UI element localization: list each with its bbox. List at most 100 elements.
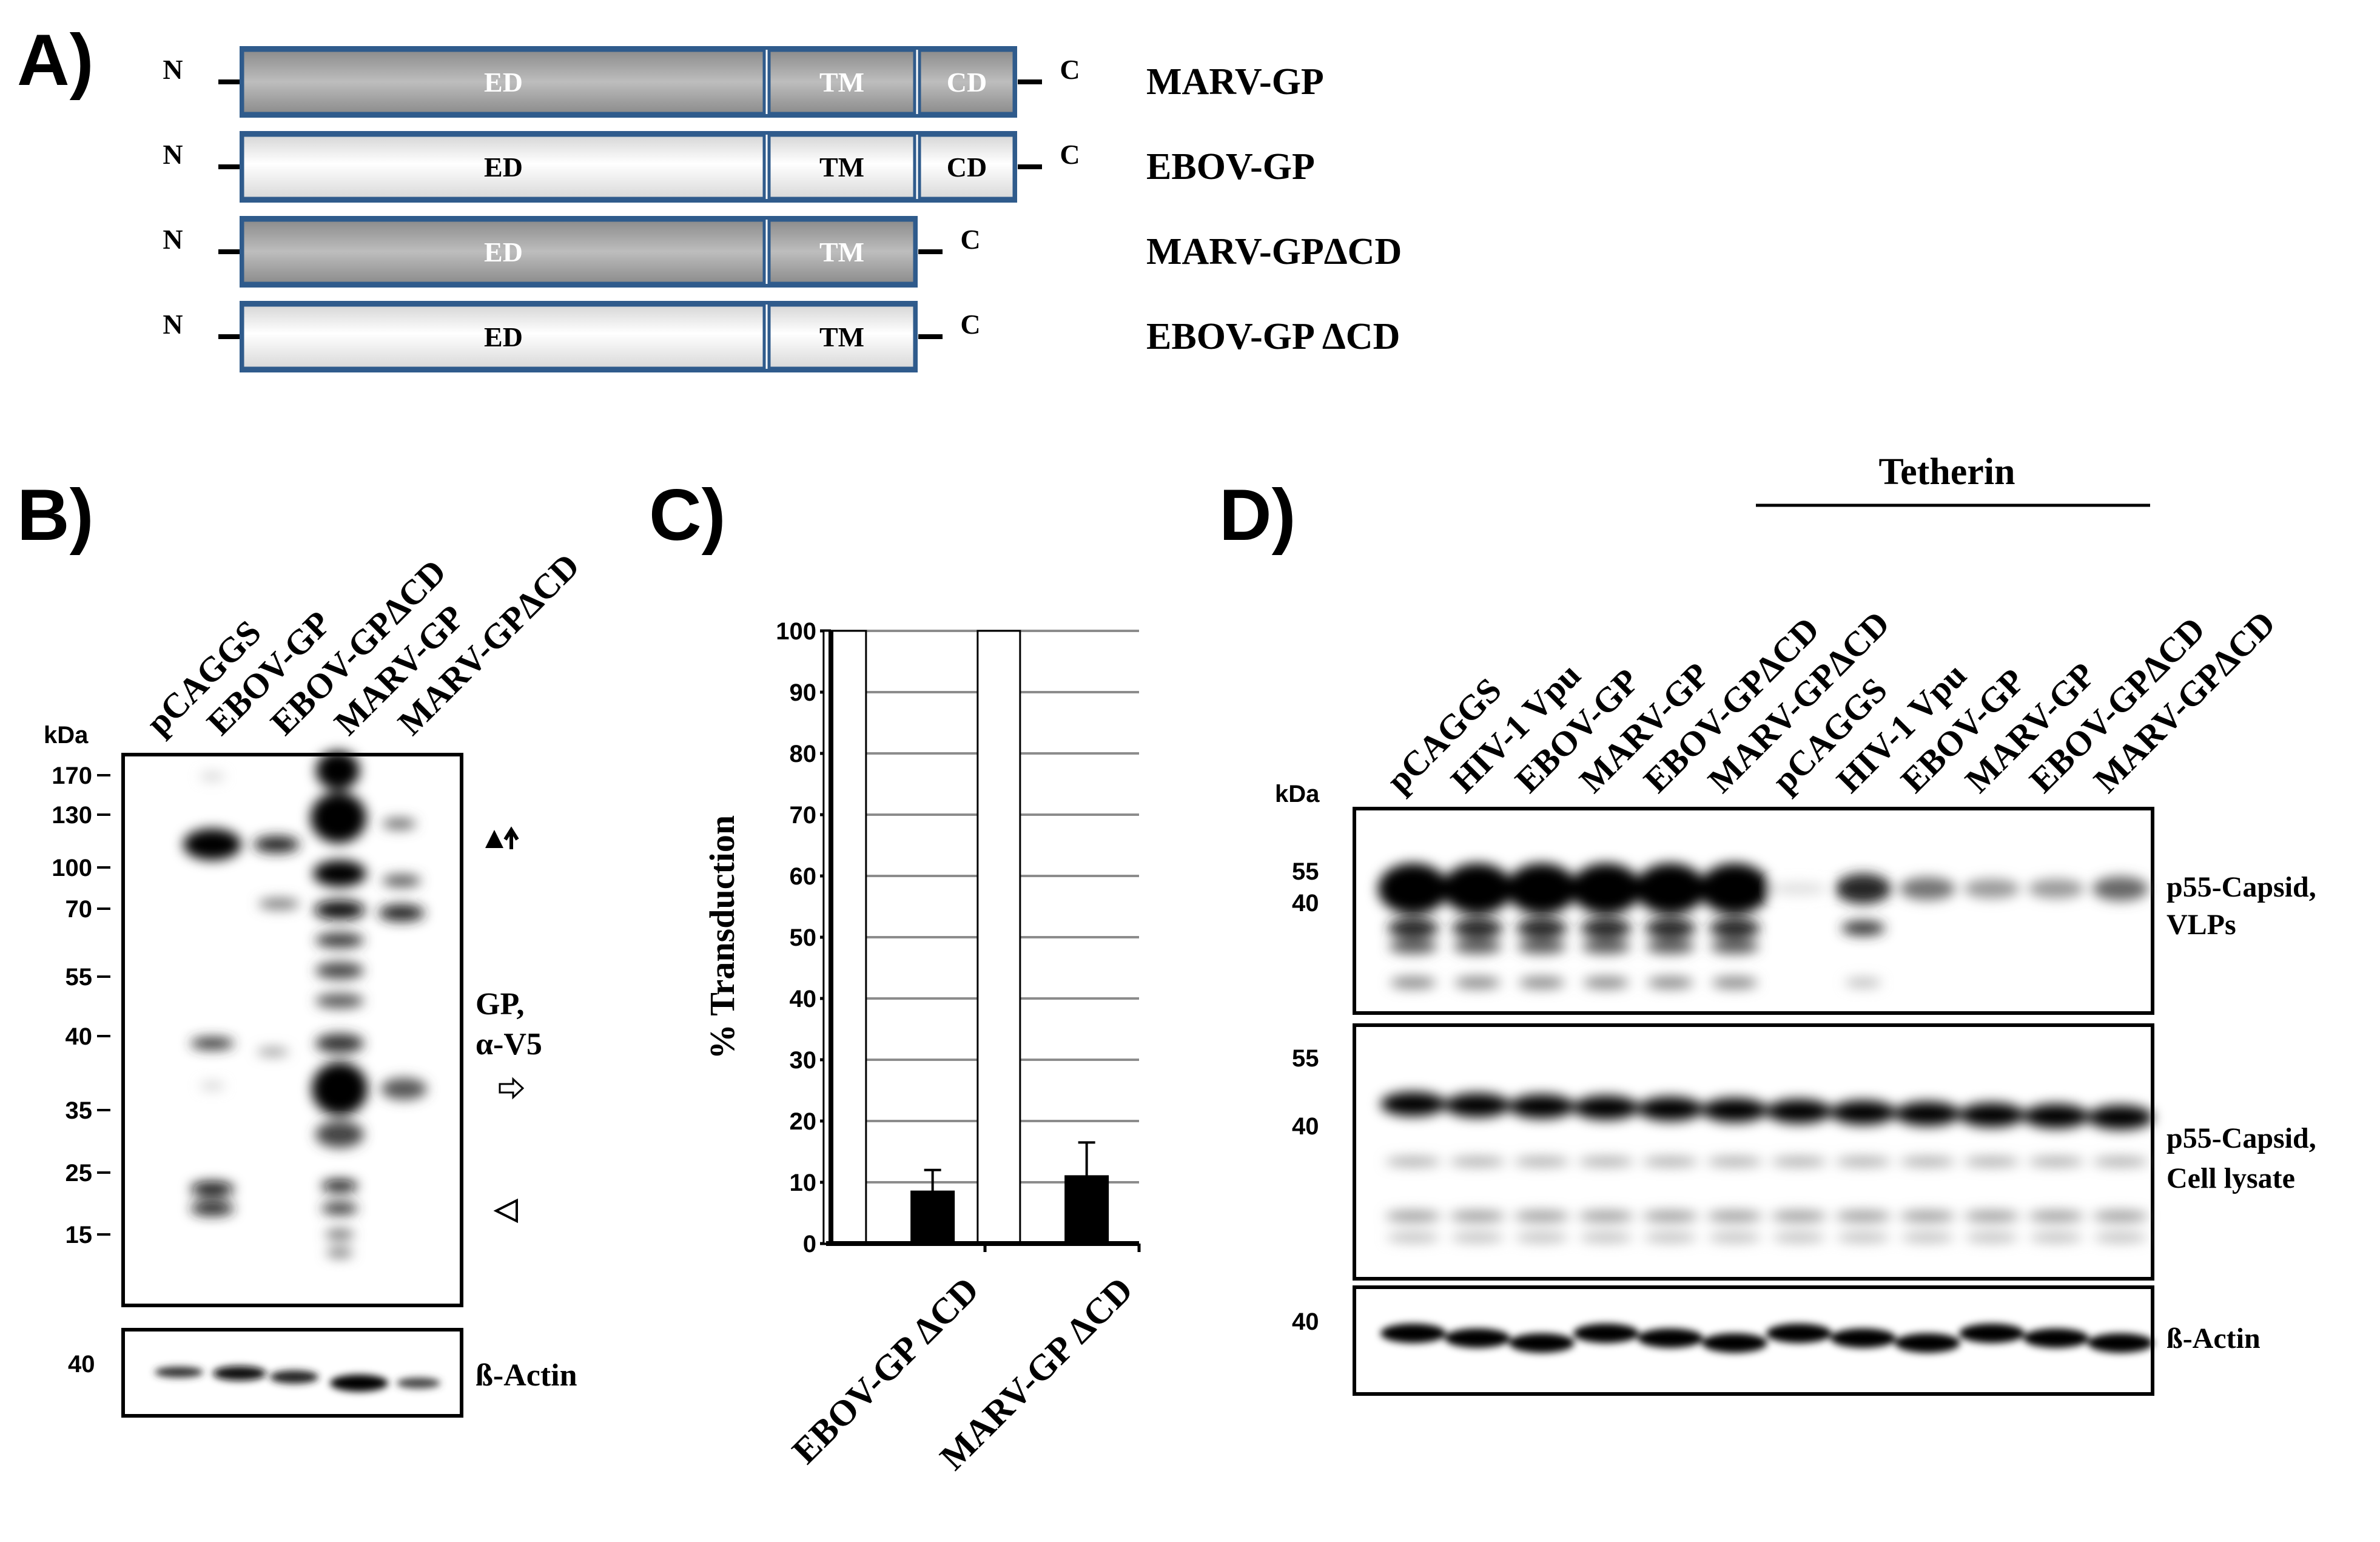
vlp-band bbox=[1635, 863, 1706, 914]
domain-tm-box bbox=[767, 218, 916, 285]
construct-name: EBOV-GP ΔCD bbox=[1146, 316, 1400, 357]
panel-d-actin-blot: 40 ß-Actin bbox=[1292, 1285, 2261, 1396]
domain-label: CD bbox=[947, 152, 987, 183]
domain-label: ED bbox=[484, 67, 523, 98]
lysate-band bbox=[1771, 1211, 1827, 1222]
lysate-band bbox=[1837, 1233, 1890, 1242]
lysate-band bbox=[1579, 1233, 1633, 1242]
domain-label: TM bbox=[819, 152, 864, 183]
bar bbox=[977, 630, 1021, 1245]
vlp-band bbox=[1389, 939, 1437, 954]
lysate-band bbox=[1451, 1233, 1504, 1242]
vlp-band bbox=[1378, 863, 1448, 914]
vlp-band bbox=[1712, 977, 1758, 989]
actin-western-blot: 40 ß-Actin bbox=[68, 1328, 577, 1418]
lysate-band bbox=[1578, 1211, 1634, 1222]
kda-marker: 35 bbox=[66, 1097, 93, 1124]
y-tick-label: 80 bbox=[790, 741, 817, 767]
lysate-band bbox=[1644, 1233, 1697, 1242]
lysate-band bbox=[1642, 1211, 1698, 1222]
vlp-blot-marker-55: 55 bbox=[1292, 858, 1319, 885]
lysate-band bbox=[1965, 1233, 2019, 1242]
y-tick-label: 90 bbox=[790, 679, 817, 706]
vlp-band bbox=[1442, 863, 1513, 914]
domain-tm-box bbox=[767, 303, 916, 370]
lysate-band bbox=[1959, 1103, 2025, 1127]
kda-marker: 15 bbox=[66, 1222, 93, 1248]
vlp-band bbox=[1835, 874, 1891, 904]
vlp-band bbox=[1845, 978, 1881, 988]
vlp-band bbox=[1964, 879, 2020, 898]
domain-ed-box bbox=[241, 49, 766, 115]
vlp-band bbox=[1452, 918, 1503, 938]
open-arrow-marker bbox=[499, 1077, 525, 1100]
lysate-band bbox=[2094, 1233, 2147, 1242]
vlp-band bbox=[1507, 863, 1577, 914]
y-tick-label: 70 bbox=[790, 802, 817, 829]
lysate-blot-marker-55: 55 bbox=[1292, 1045, 1319, 1072]
panel-a-label: A) bbox=[17, 19, 94, 101]
panel-d-actin-marker: 40 bbox=[1292, 1308, 1319, 1335]
n-terminus-label: N bbox=[163, 139, 183, 170]
panel-d-label: D) bbox=[1219, 474, 1296, 556]
vlp-band bbox=[1699, 863, 1770, 914]
lysate-band bbox=[2093, 1211, 2148, 1222]
n-terminus-label: N bbox=[163, 54, 183, 85]
gp-band-annotations: GP, α-V5 bbox=[476, 826, 542, 1224]
domain-ed-box bbox=[241, 133, 766, 200]
actin-band bbox=[1830, 1328, 1896, 1348]
vlp-band bbox=[1900, 877, 1955, 900]
lysate-band bbox=[2023, 1104, 2089, 1128]
gp-blot-bands bbox=[183, 751, 427, 1258]
domain-label: TM bbox=[819, 237, 864, 268]
lysate-capsid-blot: 55 40 p55-Capsid, Cell lysate bbox=[1292, 1023, 2316, 1281]
open-triangle-marker bbox=[493, 1198, 518, 1224]
vlp-band bbox=[1519, 977, 1565, 989]
actin-band bbox=[1895, 1333, 1960, 1353]
gp-blot-label-line2: α-V5 bbox=[476, 1027, 542, 1062]
vlp-band bbox=[1841, 921, 1885, 935]
lysate-band bbox=[1385, 1157, 1441, 1167]
actin-band bbox=[2088, 1333, 2153, 1353]
panel-b-label: B) bbox=[17, 474, 94, 556]
domain-tm-box bbox=[767, 133, 916, 200]
arrow-up-marker bbox=[503, 826, 519, 849]
vlp-band bbox=[1390, 977, 1436, 989]
actin-blot-marker: 40 bbox=[68, 1351, 95, 1378]
bar bbox=[910, 1190, 955, 1245]
lysate-band bbox=[1771, 1157, 1827, 1167]
y-tick-label: 50 bbox=[790, 924, 817, 951]
y-tick-label: 10 bbox=[790, 1170, 817, 1196]
vlp-band bbox=[2028, 879, 2084, 898]
y-axis-label: % Transduction bbox=[702, 815, 742, 1059]
actin-band bbox=[1702, 1333, 1767, 1353]
lysate-band bbox=[1450, 1157, 1505, 1167]
gp-blot-label-line1: GP, bbox=[476, 987, 524, 1022]
vlp-band bbox=[1583, 977, 1629, 989]
domain-label: ED bbox=[484, 322, 523, 352]
y-tick-label: 30 bbox=[790, 1047, 817, 1074]
lysate-band bbox=[1708, 1233, 1761, 1242]
vlp-band bbox=[1710, 939, 1759, 954]
c-terminus-label: C bbox=[1060, 139, 1080, 170]
lysate-band bbox=[2028, 1157, 2084, 1167]
kda-marker: 55 bbox=[66, 964, 93, 991]
vlp-band bbox=[1516, 918, 1567, 938]
vlp-band bbox=[1453, 939, 1502, 954]
lysate-band bbox=[1380, 1092, 1446, 1116]
lysate-band bbox=[1900, 1211, 1955, 1222]
kda-marker: 130 bbox=[52, 802, 92, 829]
panel-d-actin-label: ß-Actin bbox=[2167, 1322, 2261, 1355]
lysate-band bbox=[1901, 1233, 1954, 1242]
y-tick-label: 0 bbox=[803, 1231, 816, 1258]
lysate-band bbox=[1642, 1157, 1698, 1167]
y-tick-label: 40 bbox=[790, 986, 817, 1012]
vlp-blot-marker-40: 40 bbox=[1292, 890, 1319, 917]
